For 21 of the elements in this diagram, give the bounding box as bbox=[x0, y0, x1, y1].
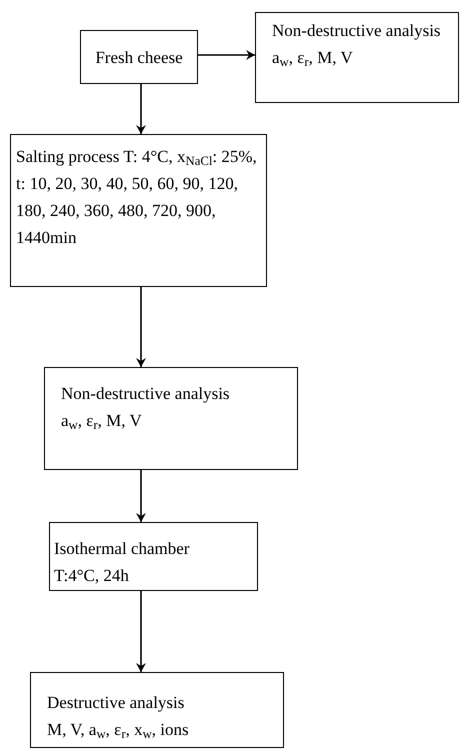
process-box bbox=[80, 30, 198, 84]
box-text: T:4°C, 24h bbox=[54, 565, 130, 587]
arrow bbox=[136, 287, 146, 367]
process-box bbox=[49, 522, 258, 591]
arrow bbox=[136, 591, 146, 672]
box-text: Destructive analysis bbox=[47, 692, 186, 714]
arrow bbox=[198, 50, 255, 60]
process-box bbox=[10, 134, 267, 287]
box-text: a$_{w}$, ε$_{r}$, M, V bbox=[61, 410, 143, 434]
box-text: Isothermal chamber bbox=[54, 538, 190, 560]
process-box bbox=[44, 367, 298, 470]
box-text: a$_{w}$, ε$_{r}$, M, V bbox=[272, 47, 354, 71]
process-box bbox=[255, 12, 459, 103]
box-text: Salting process T: 4°C, x$_{NaCl}$: 25%, t: 10, 20, 30, 40, 50, 60, 90, 120, 180, 240, 360, 480, 720, 900, 1440min bbox=[16, 146, 258, 249]
box-text: Non-destructive analysis bbox=[61, 383, 231, 405]
arrow bbox=[136, 470, 146, 522]
arrow bbox=[136, 84, 146, 134]
box-text: M, V, a$_{w}$, ε$_{r}$, x$_{w}$, ions bbox=[47, 719, 190, 743]
process-box bbox=[30, 672, 284, 748]
box-text: Non-destructive analysis bbox=[272, 20, 442, 42]
box-text: Fresh cheese bbox=[95, 46, 183, 68]
